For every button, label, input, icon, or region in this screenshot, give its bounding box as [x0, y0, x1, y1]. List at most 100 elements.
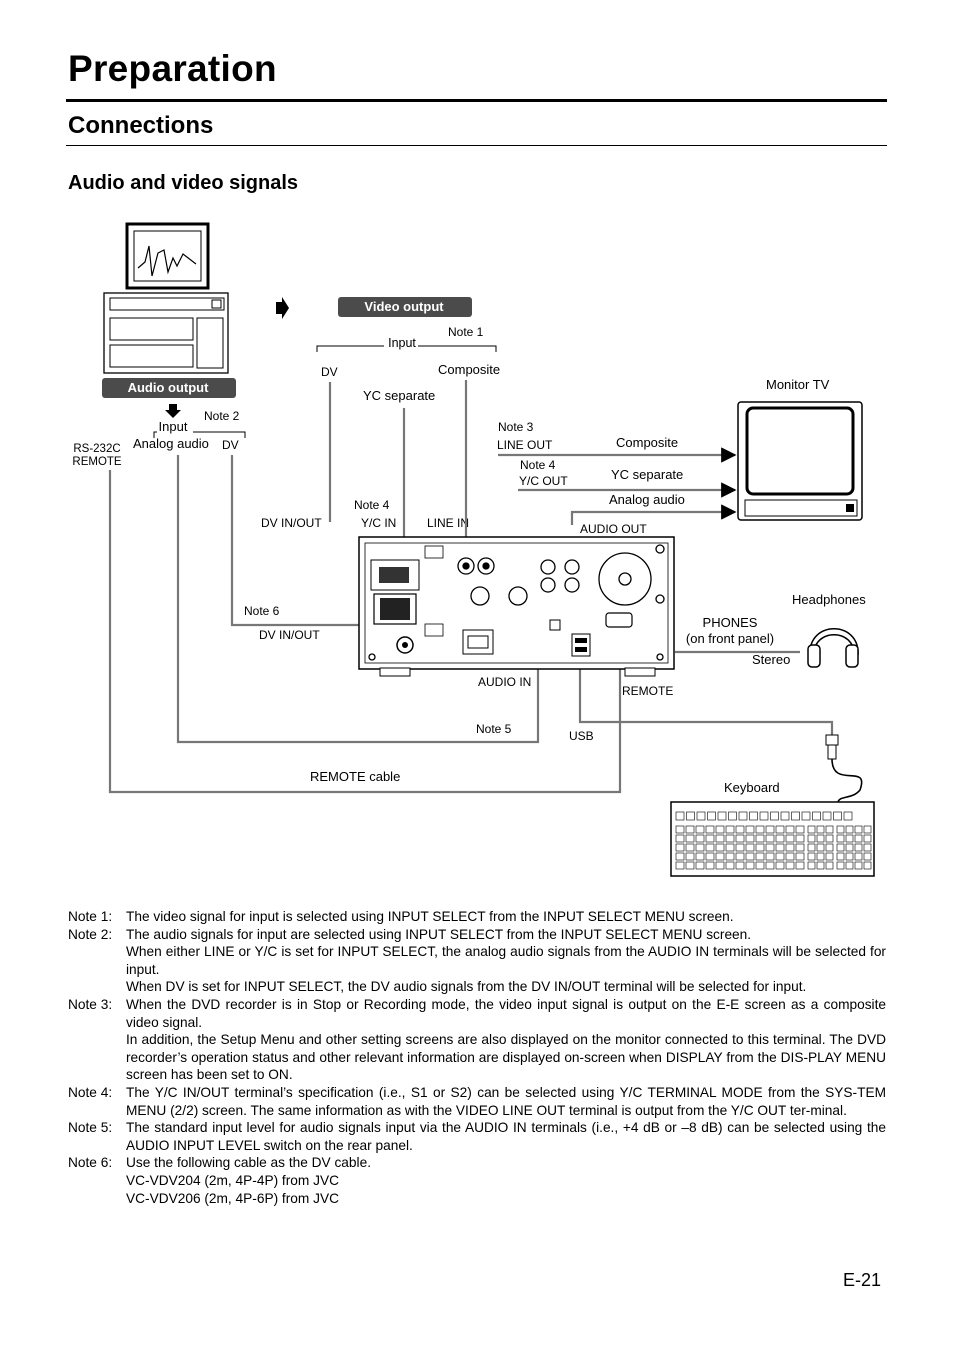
- keyboard-key: [845, 834, 854, 843]
- keyboard-key: [785, 861, 795, 870]
- source-monitor-icon: [125, 222, 210, 290]
- keyboard-key: [725, 852, 735, 861]
- video-input-label: Input: [388, 336, 416, 350]
- note-item: Note 2:The audio signals for input are s…: [68, 926, 886, 996]
- section-heading: Connections: [68, 112, 214, 139]
- audio-in-label: AUDIO IN: [478, 675, 531, 689]
- monitor-tv-icon: [737, 401, 863, 521]
- keyboard-key: [795, 825, 805, 834]
- keyboard-key: [755, 825, 765, 834]
- keyboard-key: [745, 852, 755, 861]
- keyboard-key: [795, 834, 805, 843]
- keyboard-key: [745, 825, 755, 834]
- keyboard-key: [825, 843, 834, 852]
- keyboard-key: [791, 811, 800, 821]
- keyboard-key: [816, 861, 825, 870]
- keyboard-key: [863, 825, 872, 834]
- audio-out-cable: [570, 504, 737, 525]
- keyboard-key: [755, 852, 765, 861]
- note-paragraph: VC-VDV204 (2m, 4P-4P) from JVC: [126, 1172, 339, 1188]
- note-paragraph: The standard input level for audio signa…: [126, 1120, 886, 1153]
- note-item: Note 5:The standard input level for audi…: [68, 1119, 886, 1154]
- yc-separate-top-label: YC separate: [363, 388, 435, 403]
- title-rule: [66, 99, 887, 102]
- keyboard-key: [816, 834, 825, 843]
- keyboard-key: [845, 861, 854, 870]
- note-body: The audio signals for input are selected…: [126, 926, 886, 996]
- keyboard-icon: [670, 801, 875, 877]
- keyboard-key: [675, 843, 685, 852]
- keyboard-key: [825, 852, 834, 861]
- recorder-rear-panel: [358, 536, 675, 677]
- note-item: Note 6: Use the following cable as the DV…: [68, 1154, 886, 1207]
- note-paragraph: When either LINE or Y/C is set for INPUT…: [126, 944, 886, 977]
- keyboard-key: [807, 843, 816, 852]
- keyboard-key: [728, 811, 737, 821]
- keyboard-key: [785, 852, 795, 861]
- note-label: Note 3:: [68, 996, 113, 1012]
- keyboard-key: [745, 834, 755, 843]
- keyboard-key: [863, 834, 872, 843]
- composite-right-label: Composite: [616, 435, 678, 450]
- keyboard-key: [795, 852, 805, 861]
- keyboard-key: [765, 834, 775, 843]
- keyboard-key: [715, 861, 725, 870]
- keyboard-key: [807, 834, 816, 843]
- keyboard-key: [816, 825, 825, 834]
- keyboard-key: [685, 825, 695, 834]
- keyboard-key: [695, 834, 705, 843]
- note4a-label: Note 4: [520, 458, 556, 472]
- dv-top-label: DV: [321, 365, 338, 379]
- keyboard-key: [854, 843, 863, 852]
- note-item: Note 4:The Y/C IN/OUT terminal’s specifi…: [68, 1084, 886, 1119]
- keyboard-key: [812, 811, 821, 821]
- keyboard-key: [745, 861, 755, 870]
- keyboard-key: [836, 834, 845, 843]
- keyboard-key: [715, 852, 725, 861]
- audio-output-tag: [102, 378, 236, 398]
- analog-audio-right-label: Analog audio: [609, 492, 685, 507]
- keyboard-key: [854, 834, 863, 843]
- dv-inout-bottom-label: DV IN/OUT: [259, 628, 320, 642]
- keyboard-key: [825, 825, 834, 834]
- keyboard-key: [735, 843, 745, 852]
- usb-cable: [578, 660, 834, 735]
- keyboard-key: [785, 843, 795, 852]
- usb-label: USB: [569, 729, 594, 743]
- keyboard-key: [775, 861, 785, 870]
- keyboard-key: [705, 825, 715, 834]
- line-in-label: LINE IN: [427, 516, 469, 530]
- keyboard-key: [816, 843, 825, 852]
- note-label: Note 4:: [68, 1084, 113, 1100]
- keyboard-key: [685, 852, 695, 861]
- keyboard-key: [795, 843, 805, 852]
- keyboard-key: [785, 834, 795, 843]
- keyboard-key: [775, 834, 785, 843]
- rs232c-label: RS-232C: [73, 443, 120, 455]
- remote-right-label: REMOTE: [622, 684, 673, 698]
- note-body: Use the following cable as the DV cable.…: [126, 1154, 886, 1207]
- keyboard-key: [775, 843, 785, 852]
- note-label: Note 6:: [68, 1155, 113, 1171]
- video-output-tag: [338, 297, 472, 317]
- headphones-icon: [807, 628, 859, 668]
- keyboard-key: [725, 843, 735, 852]
- keyboard-key: [725, 834, 735, 843]
- keyboard-key: [755, 843, 765, 852]
- video-input-bracket: [316, 345, 384, 352]
- dv-inout-top-label: DV IN/OUT: [261, 516, 322, 530]
- keyboard-key: [816, 852, 825, 861]
- keyboard-key: [695, 825, 705, 834]
- remote-cable: [108, 470, 622, 794]
- note-item: Note 1:The video signal for input is sel…: [68, 908, 886, 926]
- note-body: When the DVD recorder is in Stop or Reco…: [126, 996, 886, 1084]
- note4b-label: Note 4: [354, 498, 390, 512]
- keyboard-key: [807, 852, 816, 861]
- yc-in-label: Y/C IN: [361, 516, 396, 530]
- keyboard-key: [822, 811, 832, 821]
- keyboard-key: [715, 825, 725, 834]
- on-front-panel-label: (on front panel): [686, 631, 774, 646]
- keyboard-key: [749, 811, 758, 821]
- keyboard-key: [836, 852, 845, 861]
- note2-label: Note 2: [204, 409, 240, 423]
